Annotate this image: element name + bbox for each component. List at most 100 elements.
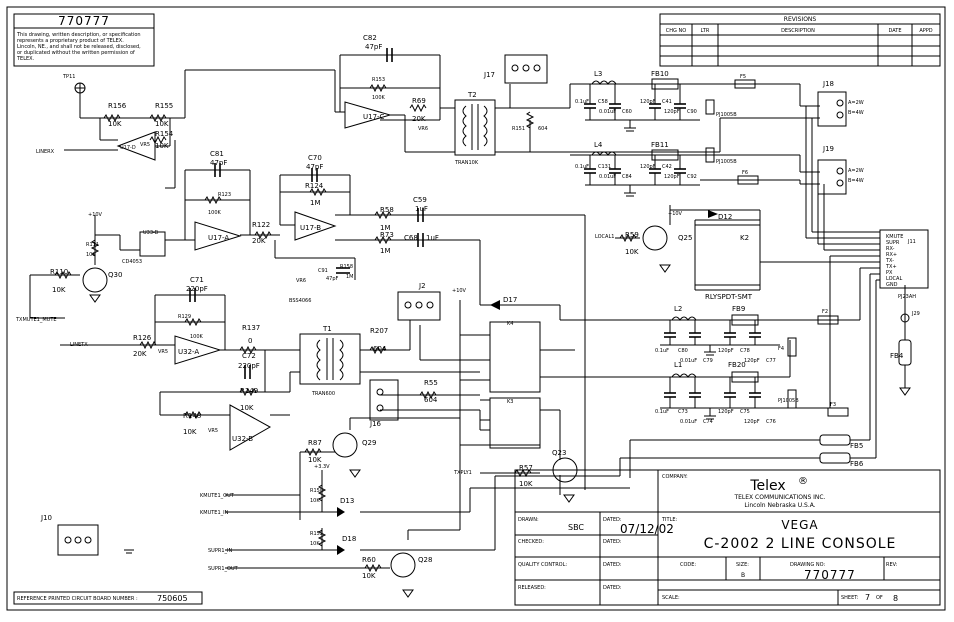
label-r153: R153 — [372, 77, 385, 83]
value-r152: 10K — [310, 541, 320, 547]
label-fb5: FB5 — [850, 442, 863, 450]
value-c76: 120pF — [744, 419, 760, 425]
net-linetx: LINETX — [70, 342, 88, 348]
label-fb11: FB11 — [651, 141, 669, 149]
test-point-j29 — [900, 313, 910, 323]
transformers — [299, 99, 496, 385]
transistor-q25 — [642, 225, 668, 251]
value-r123: 100K — [208, 210, 222, 216]
label-r151: R151 — [512, 126, 525, 132]
size-label: SIZE: — [736, 562, 749, 568]
value-c73: 0.1uF — [655, 409, 669, 415]
j11-pin-7: PX — [886, 270, 893, 276]
net-supr-out: SUPR1_OUT — [208, 566, 239, 572]
value-r207: 604 — [373, 345, 387, 353]
label-plus10v-a: +10V — [88, 212, 103, 218]
rev-col-desc: DESCRIPTION — [781, 28, 815, 34]
net-txmute: TXMUTE1_MUTE — [15, 317, 57, 323]
diode-d17 — [490, 300, 500, 310]
net-local1: LOCAL1 — [595, 234, 614, 240]
opamp-u17a — [194, 221, 242, 251]
label-u32a: U32-A — [178, 348, 199, 356]
label-vr5-a: VR5 — [140, 142, 150, 148]
scale-label: SCALE: — [662, 595, 680, 601]
value-c70: 47pF — [306, 163, 323, 171]
connector-j17 — [504, 54, 548, 84]
label-j10: J10 — [40, 514, 52, 522]
j11-pin-2: SUPR — [886, 240, 900, 246]
company-name: Telex — [749, 478, 785, 494]
title-line-1: VEGA — [781, 518, 818, 532]
value-c80: 0.1uF — [655, 348, 669, 354]
label-f5: F5 — [740, 74, 746, 80]
drawn-date-value: 07/12/02 — [620, 522, 674, 536]
company-label: COMPANY: — [662, 474, 688, 480]
label-r59: R59 — [625, 231, 639, 239]
rev-label: REV: — [886, 562, 898, 568]
label-d18: D18 — [342, 535, 356, 543]
label-d13: D13 — [340, 497, 354, 505]
drawn-value: SBC — [568, 523, 584, 532]
transformer-t1 — [299, 333, 361, 385]
label-tp11: TP11 — [62, 74, 75, 80]
label-r207: R207 — [370, 327, 388, 335]
notice-line-3: Lincoln, NE., and shall not be released,… — [17, 44, 141, 50]
label-c92: C92 — [687, 174, 697, 180]
net-txplyi: TXPLY1 — [453, 470, 472, 476]
title-block: COMPANY: Telex ® TELEX COMMUNICATIONS IN… — [13, 469, 941, 606]
value-r129: 100K — [190, 334, 204, 340]
label-plus33v: +3.3V — [314, 464, 330, 470]
value-c77: 120pF — [744, 358, 760, 364]
title-line-2: C-2002 2 LINE CONSOLE — [704, 536, 897, 552]
value-r122: 20K — [252, 237, 266, 245]
label-r124: R124 — [305, 182, 324, 190]
value-c75: 120pF — [718, 409, 734, 415]
label-k4: K4 — [507, 321, 513, 327]
value-c68: 1uF — [426, 234, 439, 242]
label-c42: C42 — [662, 164, 672, 170]
label-l2: L2 — [674, 305, 682, 313]
value-r137: 0 — [248, 337, 252, 345]
j11-pin-3: RX- — [886, 246, 895, 252]
label-r158: R158 — [340, 264, 353, 270]
value-r151: 604 — [538, 126, 548, 132]
revisions-title: REVISIONS — [784, 16, 817, 23]
rev-col-chg: CHG NO — [666, 28, 686, 34]
label-pj1005b-a: PJ1005B — [716, 112, 737, 118]
label-r154: R154 — [155, 130, 174, 138]
notice-block: 770777 This drawing, written description… — [13, 13, 155, 67]
transistor-q29 — [332, 432, 358, 458]
net-supr-in: SUPR1_IN — [208, 548, 232, 554]
label-j2: J2 — [418, 282, 426, 290]
opamp-u32a — [174, 335, 222, 365]
name-t2: TRAN10K — [454, 160, 479, 166]
relays-diodes — [337, 210, 761, 555]
label-r137: R137 — [242, 324, 260, 332]
label-c81: C81 — [210, 150, 224, 158]
label-fb10: FB10 — [651, 70, 669, 78]
label-u17a: U17-A — [208, 234, 229, 242]
value-c92: 120pF — [664, 174, 680, 180]
sheet-total: 8 — [893, 594, 898, 603]
transistor-q30 — [82, 267, 108, 293]
label-c70: C70 — [308, 154, 322, 162]
value-c59: 1uF — [415, 205, 428, 213]
label-q28: Q28 — [418, 556, 432, 564]
ref-pcb-label: REFERENCE PRINTED CIRCUIT BOARD NUMBER : — [17, 596, 138, 602]
label-r122: R122 — [252, 221, 270, 229]
label-r150: R150 — [310, 488, 323, 494]
net-linerx: LINERX — [36, 149, 55, 155]
label-bss4066: BSS4066 — [289, 298, 311, 304]
value-r149: 10K — [240, 404, 254, 412]
value-r59: 10K — [625, 248, 639, 256]
label-f4: F4 — [778, 346, 784, 352]
label-c84: C84 — [622, 174, 632, 180]
label-d17: D17 — [503, 296, 517, 304]
value-r58: 1M — [380, 224, 391, 232]
value-r124: 1M — [310, 199, 321, 207]
label-pj1005b-c: PJ1005B — [778, 398, 799, 404]
label-r69: R69 — [412, 97, 426, 105]
j19-wire-a: A=2W — [848, 168, 864, 174]
sheet-value: 7 — [865, 593, 870, 602]
label-j18: J18 — [822, 80, 834, 88]
